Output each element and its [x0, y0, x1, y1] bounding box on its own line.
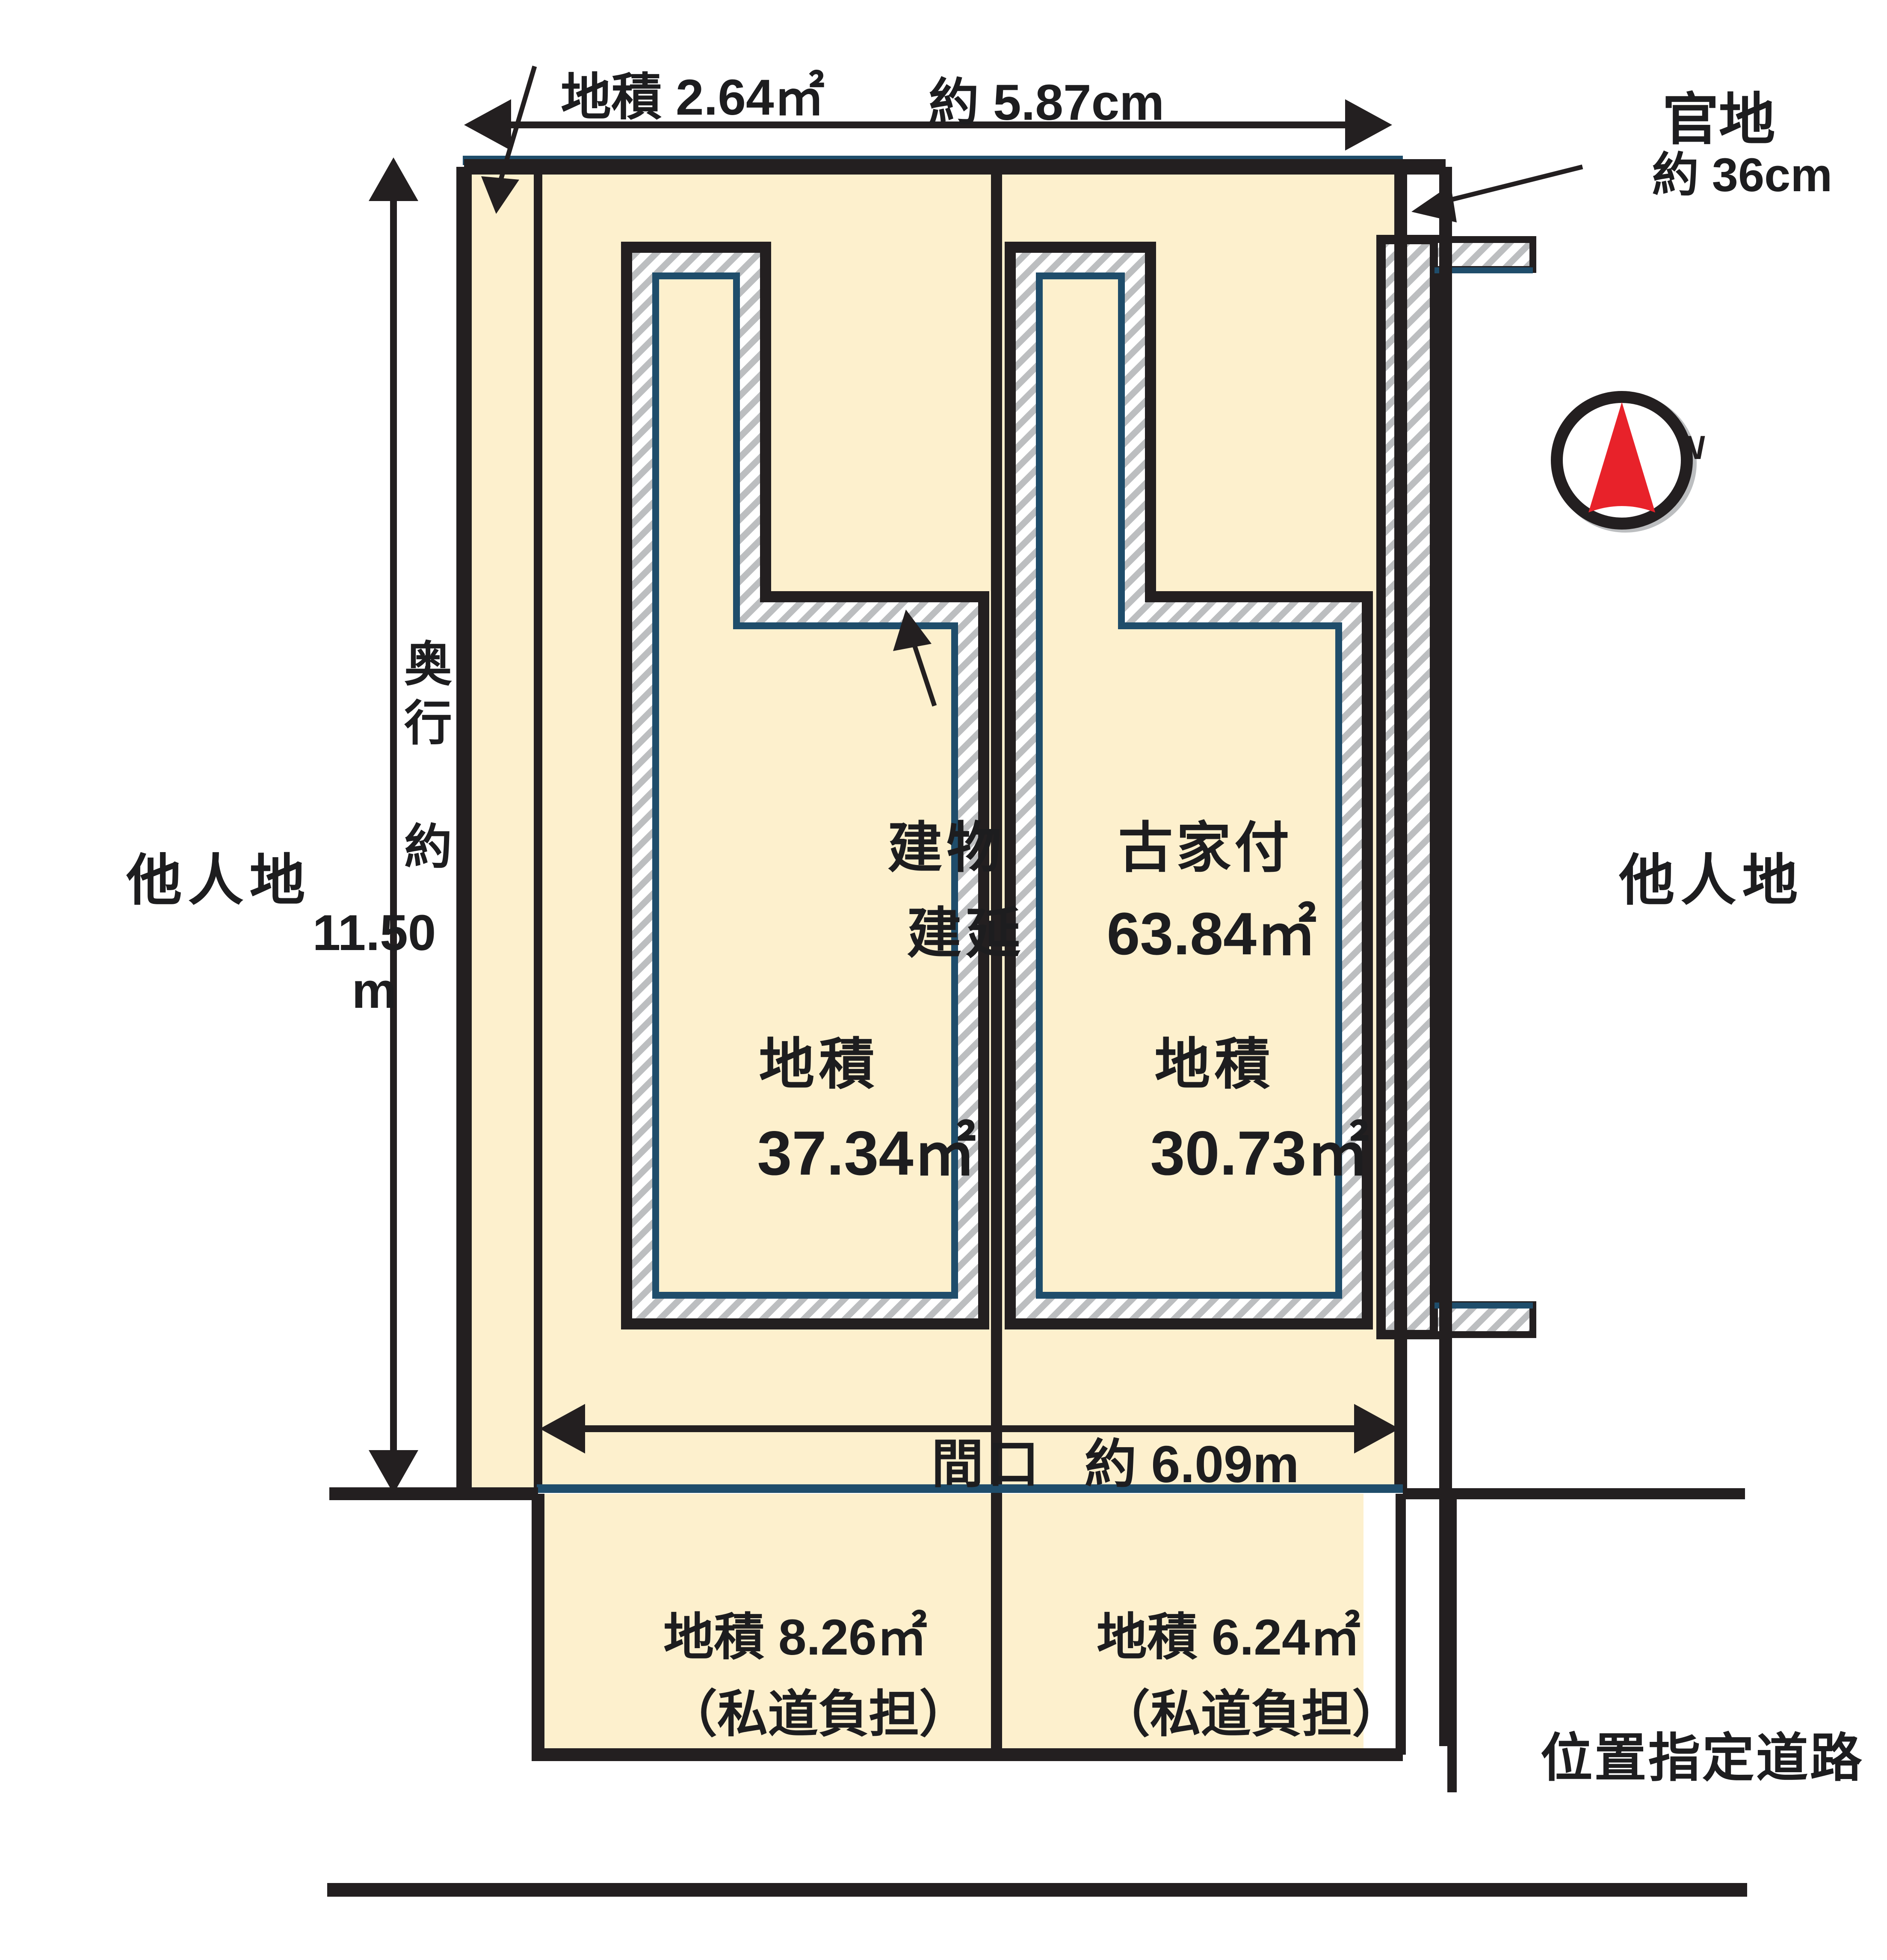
building-leader — [893, 610, 937, 707]
label-private-road-left-area: 地積 8.26㎡ — [663, 1609, 927, 1666]
label-building-line1: 建物 — [887, 817, 1006, 879]
left-building-outline — [621, 242, 989, 1329]
label-private-road-left-note: （私道負担） — [667, 1686, 970, 1743]
compass-rose — [1551, 391, 1697, 533]
label-left-strip-area: 地積 2.64㎡ — [561, 69, 825, 126]
frontage-dimension — [540, 1404, 1399, 1454]
label-building-line2: 建延 — [907, 903, 1025, 965]
private-road-box — [532, 1484, 1406, 1761]
public-land-leader — [1411, 164, 1583, 222]
label-left-plot-area-value: 37.34㎡ — [757, 1118, 976, 1188]
label-depth-value: 11.50 — [312, 905, 436, 961]
label-depth-vertical: 奥行 約 — [397, 638, 451, 880]
right-wall-strip — [1376, 235, 1536, 1339]
label-right-plot-area-value: 30.73㎡ — [1150, 1118, 1369, 1188]
label-frontage-value: 約 6.09m — [1084, 1435, 1299, 1493]
depth-dimension — [369, 157, 418, 1494]
label-depth-unit: m — [352, 962, 397, 1019]
road-lines — [327, 1487, 1747, 1897]
top-width-dimension — [464, 99, 1392, 151]
label-public-land-title: 官地 — [1662, 88, 1775, 151]
label-private-road-right-note: （私道負担） — [1100, 1686, 1403, 1743]
label-left-plot-area-title: 地積 — [759, 1033, 879, 1095]
label-right-plot-old-house-value: 63.84㎡ — [1106, 900, 1316, 967]
label-left-neighbor: 他人地 — [126, 849, 311, 912]
label-private-road-right-area: 地積 6.24㎡ — [1097, 1609, 1361, 1666]
right-building-outline — [1005, 242, 1373, 1329]
label-right-neighbor: 他人地 — [1619, 849, 1804, 912]
label-frontage-title: 間口 — [931, 1435, 1043, 1493]
left-strip-leader — [481, 65, 537, 214]
label-compass-north: N — [1680, 429, 1705, 467]
label-right-plot-area-title: 地積 — [1154, 1033, 1275, 1095]
private-road-fill — [538, 1494, 1363, 1755]
label-designated-road: 位置指定道路 — [1540, 1729, 1864, 1787]
label-public-land-value: 約 36cm — [1652, 149, 1833, 202]
label-top-width: 約 5.87cm — [929, 74, 1165, 131]
label-right-plot-old-house-title: 古家付 — [1118, 817, 1293, 879]
